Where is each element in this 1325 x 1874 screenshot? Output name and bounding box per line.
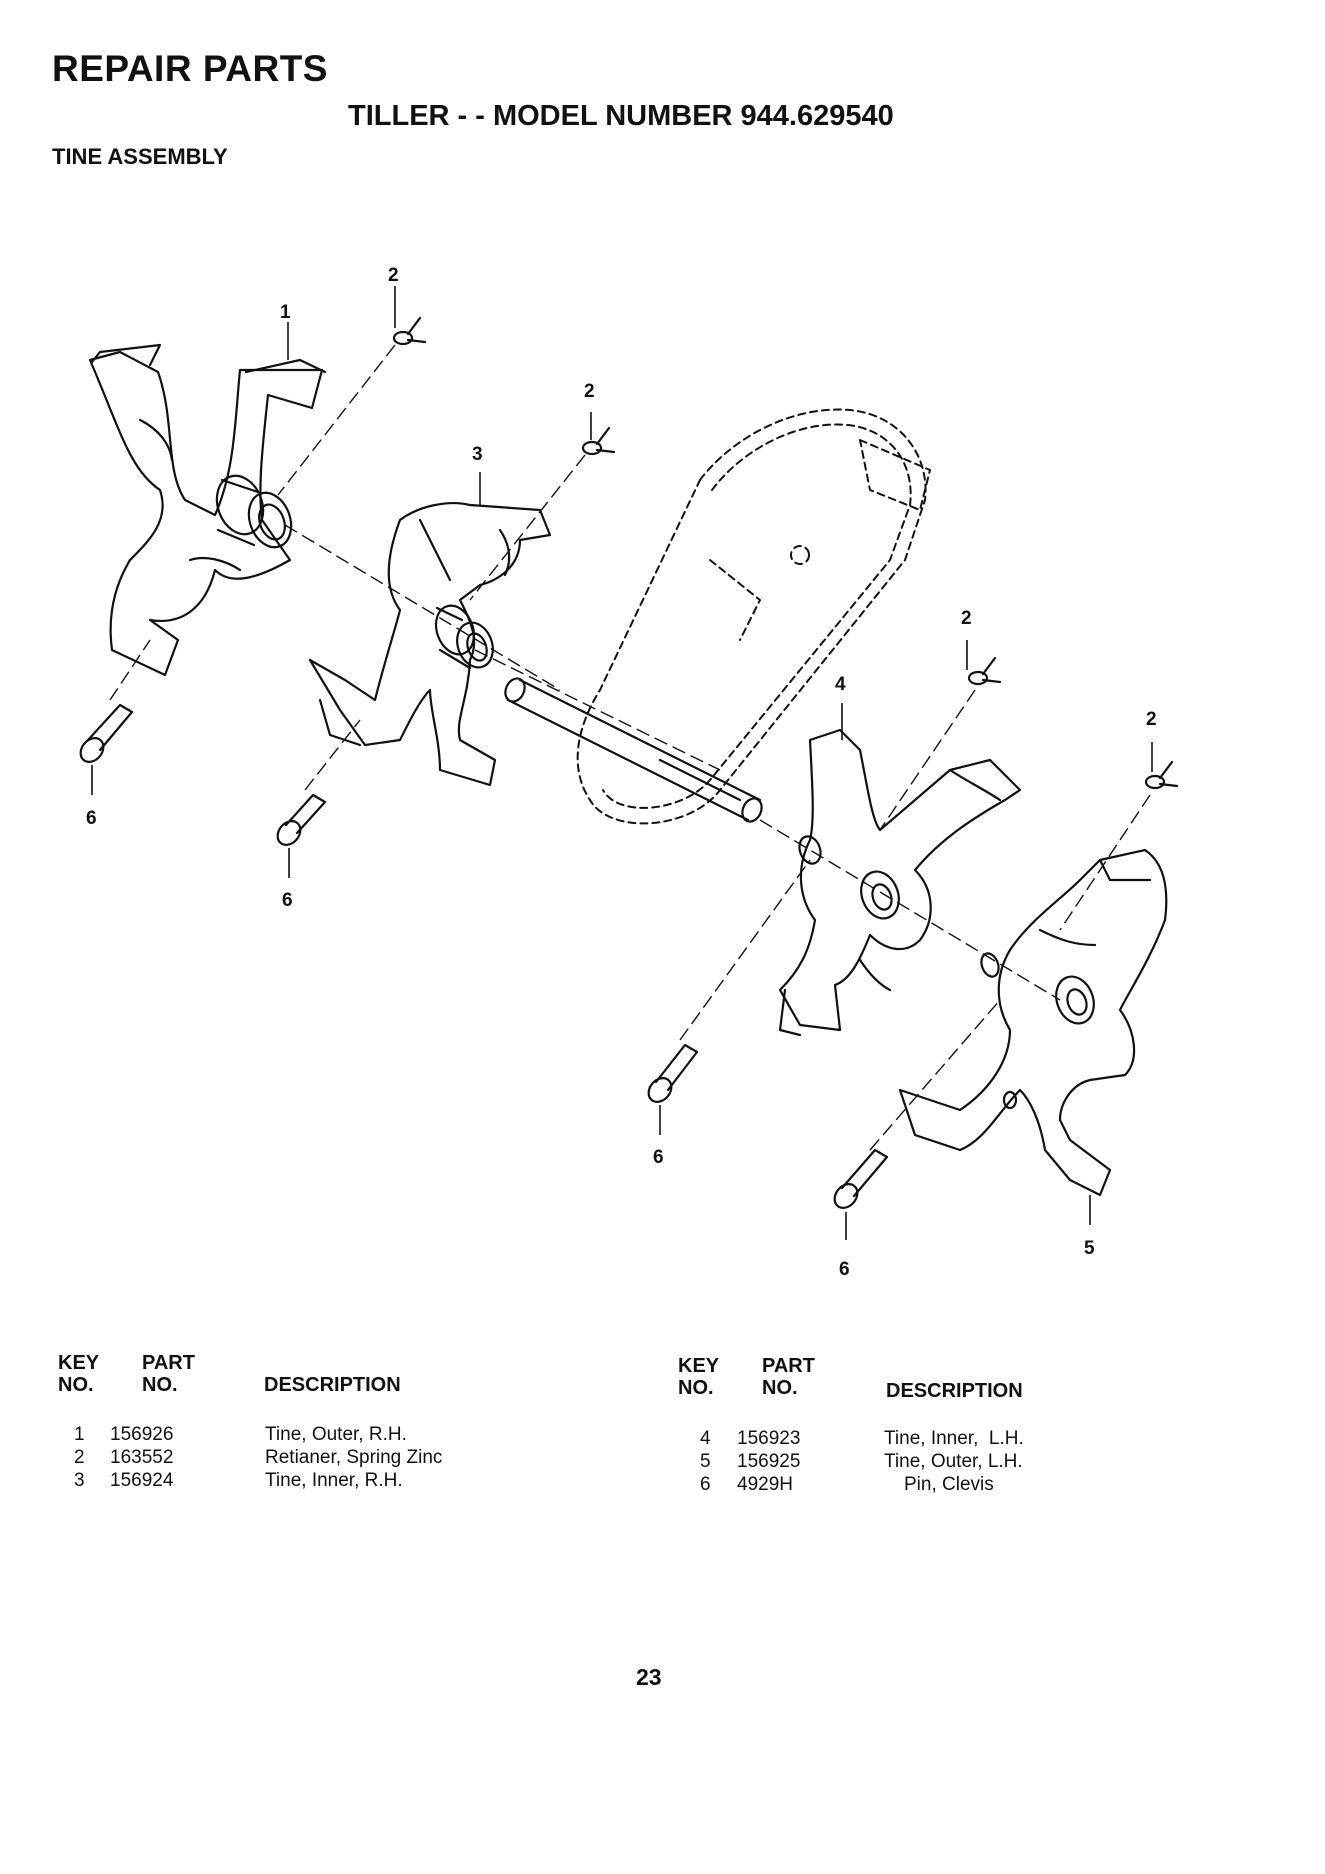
callout-5: 5 (1084, 1238, 1095, 1259)
tine-assembly-diagram: 1 2 2 3 2 4 2 6 6 6 6 5 (79, 265, 1179, 1280)
assembly-lines (109, 344, 1151, 1151)
callout-2a: 2 (388, 265, 399, 286)
key-no: 4 (700, 1428, 711, 1449)
description: Tine, Outer, L.H. (884, 1451, 1023, 1472)
callout-6c: 6 (653, 1147, 664, 1168)
clevis-pin-1 (79, 703, 134, 763)
table-row: 2 (74, 1447, 85, 1469)
key-no: 6 (700, 1474, 711, 1495)
leader-lines (91, 286, 1153, 1240)
clevis-pin-2 (276, 793, 327, 846)
description-header: DESCRIPTION (264, 1374, 401, 1396)
part-header: PART NO. (762, 1355, 815, 1399)
description: Tine, Inner, L.H. (884, 1428, 1024, 1449)
part-no: 156926 (110, 1424, 174, 1445)
key-no: 2 (74, 1447, 85, 1468)
gearbox-housing (576, 408, 931, 825)
callout-2d: 2 (1146, 709, 1157, 730)
page-number: 23 (636, 1664, 662, 1690)
clevis-pin-4 (833, 1148, 889, 1209)
table-row: 3 (74, 1470, 85, 1492)
spring-retainer-2 (581, 426, 616, 456)
axle-shaft (504, 677, 763, 823)
key-no: 5 (700, 1451, 711, 1472)
spring-retainer-4 (1144, 760, 1179, 790)
key-no: 1 (74, 1424, 85, 1445)
part-no: 156924 (110, 1470, 174, 1491)
tine-inner-rh (308, 502, 552, 787)
spring-retainer-3 (967, 656, 1002, 686)
model-heading: TILLER - - MODEL NUMBER 944.629540 (348, 100, 894, 132)
callout-1: 1 (280, 302, 291, 323)
tine-outer-rh (88, 343, 327, 677)
part-no: 156925 (737, 1451, 801, 1472)
callout-2b: 2 (584, 381, 595, 402)
callout-4: 4 (835, 674, 846, 695)
callout-6a: 6 (86, 808, 97, 829)
callout-2c: 2 (961, 608, 972, 629)
description: Tine, Inner, R.H. (265, 1470, 403, 1491)
part-no: 4929H (737, 1474, 793, 1495)
description: Pin, Clevis (904, 1474, 994, 1495)
tine-outer-lh (898, 848, 1168, 1197)
part-no: 163552 (110, 1447, 174, 1468)
key-header: KEY NO. (678, 1355, 720, 1399)
key-no: 3 (74, 1470, 85, 1491)
description-header: DESCRIPTION (886, 1380, 1023, 1402)
page-title: REPAIR PARTS (52, 48, 328, 89)
section-heading: TINE ASSEMBLY (52, 144, 228, 169)
key-header: KEY NO. (58, 1352, 100, 1396)
callout-6d: 6 (839, 1259, 850, 1280)
tine-inner-lh (778, 728, 1022, 1037)
part-header: PART NO. (142, 1352, 195, 1396)
spring-retainer-1 (392, 316, 427, 346)
callout-6b: 6 (282, 890, 293, 911)
part-no: 156923 (737, 1428, 801, 1449)
clevis-pin-3 (647, 1043, 699, 1103)
description: Tine, Outer, R.H. (265, 1424, 407, 1445)
description: Retianer, Spring Zinc (265, 1447, 443, 1468)
table-row: 1 (74, 1424, 85, 1446)
callout-3: 3 (472, 444, 483, 465)
